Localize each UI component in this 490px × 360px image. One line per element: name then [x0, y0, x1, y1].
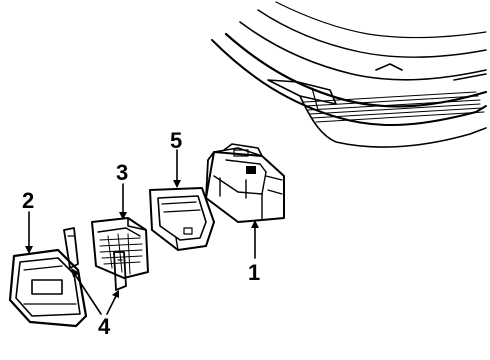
leader-4b-arrow — [112, 290, 119, 298]
part-2-headlamp-lens — [8, 248, 88, 328]
leader-2-arrow — [25, 246, 33, 254]
part-4-side-markers — [63, 227, 127, 291]
leader-lines — [25, 149, 259, 315]
callout-5: 5 — [170, 128, 182, 153]
leader-3-arrow — [119, 212, 127, 220]
leader-1-arrow — [251, 220, 259, 228]
leader-5-arrow — [173, 180, 181, 188]
front-bumper-fascia — [211, 1, 488, 148]
callout-4: 4 — [98, 314, 111, 339]
leader-4a-arrow — [71, 268, 80, 277]
callout-1: 1 — [248, 260, 260, 285]
part-5-lamp-frame — [149, 187, 215, 251]
leader-4a — [71, 269, 102, 315]
part-1-lamp-housing — [205, 143, 285, 223]
callout-2: 2 — [22, 188, 34, 213]
part-3-fog-lamp-lens — [91, 217, 149, 279]
callout-3: 3 — [116, 160, 128, 185]
